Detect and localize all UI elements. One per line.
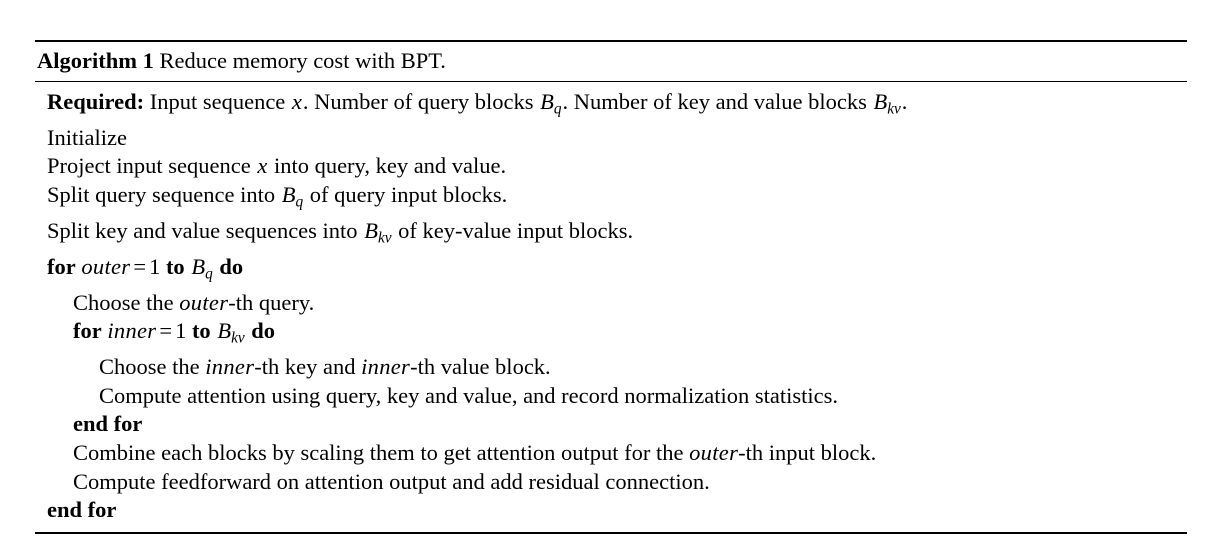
algorithm-line-required: Required: Input sequence x. Number of qu… bbox=[35, 88, 1187, 124]
symbol-bkv: Bkv bbox=[364, 217, 392, 247]
combine-text-b: -th input block. bbox=[738, 439, 877, 465]
combine-text-a: Combine each blocks by scaling them to g… bbox=[73, 439, 690, 465]
symbol-bq: Bq bbox=[191, 253, 213, 283]
value-one: 1 bbox=[149, 253, 161, 279]
algorithm-caption-rule bbox=[35, 81, 1187, 82]
algorithm-body: Required: Input sequence x. Number of qu… bbox=[35, 82, 1187, 532]
operator-equals: = bbox=[133, 253, 147, 279]
algorithm-top-rule bbox=[35, 40, 1187, 42]
symbol-bkv-subscript: kv bbox=[231, 329, 245, 347]
choose-kv-text-a: Choose the bbox=[99, 354, 206, 380]
symbol-bq-subscript: q bbox=[553, 100, 562, 118]
split-kv-text-a: Split key and value sequences into bbox=[47, 217, 364, 243]
symbol-bq: Bq bbox=[281, 182, 304, 211]
symbol-bq: Bq bbox=[540, 89, 562, 118]
symbol-bkv-subscript: kv bbox=[377, 229, 392, 247]
algorithm-line-project: Project input sequence x into query, key… bbox=[35, 152, 1187, 181]
algorithm-block: Algorithm 1 Reduce memory cost with BPT.… bbox=[35, 40, 1187, 534]
symbol-bkv: Bkv bbox=[873, 89, 901, 118]
project-text-b: into query, key and value. bbox=[268, 153, 507, 179]
choose-query-text-b: -th query. bbox=[228, 289, 315, 315]
choose-query-text-a: Choose the bbox=[73, 289, 180, 315]
project-text-a: Project input sequence bbox=[47, 153, 257, 179]
required-text-a: Input sequence bbox=[144, 89, 291, 114]
algorithm-line-choose-kv: Choose the inner-th key and inner-th val… bbox=[35, 353, 1187, 382]
choose-kv-text-b: -th key and bbox=[254, 354, 362, 380]
keyword-do: do bbox=[251, 318, 276, 344]
split-kv-text-b: of key-value input blocks. bbox=[392, 217, 634, 243]
symbol-bkv-subscript: kv bbox=[887, 100, 901, 118]
symbol-bq-subscript: q bbox=[205, 265, 213, 283]
keyword-do: do bbox=[219, 253, 244, 279]
compute-attention-text: Compute attention using query, key and v… bbox=[99, 382, 838, 408]
symbol-bkv: Bkv bbox=[217, 318, 245, 347]
symbol-inner: inner bbox=[205, 354, 255, 380]
symbol-x: x bbox=[257, 153, 268, 179]
algorithm-line-end-for-inner: end for bbox=[35, 410, 1187, 439]
required-text-d: . bbox=[901, 89, 908, 114]
algorithm-line-for-outer: for outer=1 to Bq do bbox=[35, 253, 1187, 289]
algorithm-line-choose-query: Choose the outer-th query. bbox=[35, 289, 1187, 318]
symbol-outer: outer bbox=[179, 289, 229, 315]
algorithm-line-end-for-outer: end for bbox=[35, 496, 1187, 525]
algorithm-line-for-inner: for inner=1 to Bkv do bbox=[35, 317, 1187, 353]
symbol-bq-subscript: q bbox=[295, 193, 304, 211]
value-one: 1 bbox=[175, 318, 187, 344]
operator-equals: = bbox=[159, 318, 173, 344]
algorithm-caption-label: Algorithm 1 bbox=[37, 48, 154, 73]
algorithm-bottom-rule bbox=[35, 531, 1187, 534]
algorithm-caption: Algorithm 1 Reduce memory cost with BPT. bbox=[35, 42, 1187, 81]
symbol-outer: outer bbox=[81, 253, 131, 279]
keyword-for: for bbox=[47, 253, 76, 279]
symbol-outer: outer bbox=[689, 439, 739, 465]
split-query-text-b: of query input blocks. bbox=[304, 182, 508, 208]
feedforward-text: Compute feedforward on attention output … bbox=[73, 468, 710, 494]
algorithm-line-combine: Combine each blocks by scaling them to g… bbox=[35, 439, 1187, 468]
initialize-text: Initialize bbox=[47, 124, 127, 150]
symbol-inner: inner bbox=[107, 318, 157, 344]
algorithm-line-compute-attention: Compute attention using query, key and v… bbox=[35, 382, 1187, 411]
algorithm-line-feedforward: Compute feedforward on attention output … bbox=[35, 468, 1187, 497]
algorithm-caption-text: Reduce memory cost with BPT. bbox=[153, 48, 446, 73]
keyword-for: for bbox=[73, 318, 102, 344]
required-label: Required: bbox=[47, 89, 145, 114]
symbol-inner: inner bbox=[361, 354, 411, 380]
choose-kv-text-c: -th value block. bbox=[410, 354, 551, 380]
symbol-x: x bbox=[291, 89, 302, 114]
algorithm-line-split-query: Split query sequence into Bq of query in… bbox=[35, 181, 1187, 217]
required-text-b: . Number of query blocks bbox=[302, 89, 540, 114]
algorithm-line-split-kv: Split key and value sequences into Bkv o… bbox=[35, 217, 1187, 253]
keyword-to: to bbox=[165, 253, 185, 279]
keyword-end-for: end for bbox=[73, 411, 143, 437]
keyword-end-for: end for bbox=[47, 497, 117, 523]
algorithm-line-initialize: Initialize bbox=[35, 124, 1187, 153]
split-query-text-a: Split query sequence into bbox=[47, 182, 281, 208]
keyword-to: to bbox=[191, 318, 211, 344]
required-text-c: . Number of key and value blocks bbox=[562, 89, 873, 114]
